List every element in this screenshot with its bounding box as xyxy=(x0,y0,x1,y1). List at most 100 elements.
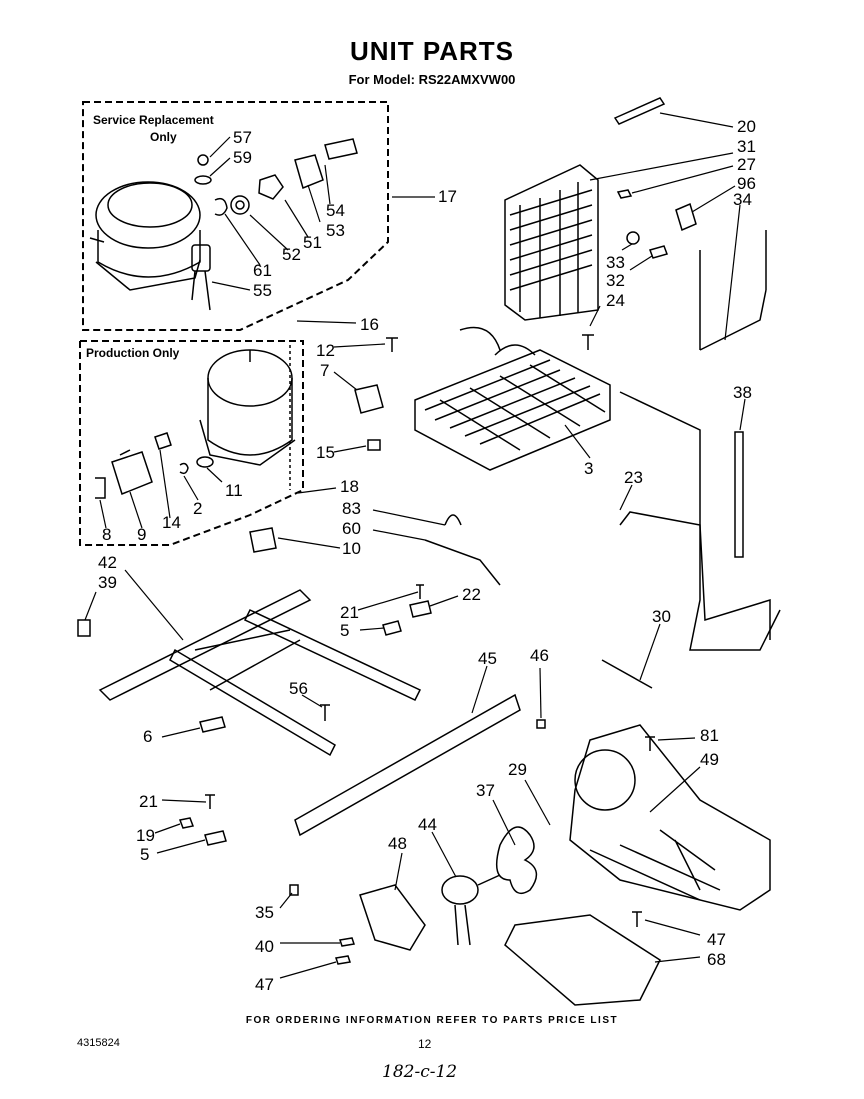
wire-30 xyxy=(601,659,653,689)
screw-56 xyxy=(320,704,330,721)
callout-37: 37 xyxy=(476,781,495,800)
fan-shroud xyxy=(569,724,771,911)
callout-33: 33 xyxy=(606,253,625,272)
callout-14: 14 xyxy=(162,513,181,532)
production-box xyxy=(79,340,304,546)
screw-12 xyxy=(386,337,398,352)
part-10 xyxy=(249,527,277,553)
callout-23: 23 xyxy=(624,468,643,487)
callout-3: 3 xyxy=(584,459,593,478)
callout-34: 34 xyxy=(733,190,752,209)
part-51 xyxy=(258,174,284,200)
base-frame xyxy=(98,589,422,757)
callout-21: 21 xyxy=(139,792,158,811)
callout-21: 21 xyxy=(340,603,359,622)
callout-59: 59 xyxy=(233,148,252,167)
callout-44: 44 xyxy=(418,815,437,834)
callout-11: 11 xyxy=(225,481,243,500)
screw-24 xyxy=(582,334,594,350)
callout-5: 5 xyxy=(140,845,149,864)
callout-24: 24 xyxy=(606,291,625,310)
part-20 xyxy=(613,97,666,125)
bracket-7 xyxy=(354,384,384,414)
relay-53 xyxy=(294,154,324,190)
callout-15: 15 xyxy=(316,443,335,462)
callout-47: 47 xyxy=(707,930,726,949)
motor-44 xyxy=(441,875,479,905)
tube-38-main xyxy=(619,391,781,651)
callout-16: 16 xyxy=(360,315,379,334)
callout-38: 38 xyxy=(733,383,752,402)
service-compressor xyxy=(89,181,201,291)
callout-12: 12 xyxy=(316,341,335,360)
fan-blade-37 xyxy=(495,826,538,895)
part-21a xyxy=(416,584,424,599)
part-27 xyxy=(616,189,633,199)
callout-22: 22 xyxy=(462,585,481,604)
callout-18: 18 xyxy=(340,477,359,496)
production-box-label: Production Only xyxy=(86,346,180,360)
callout-10: 10 xyxy=(342,539,361,558)
part-46 xyxy=(536,719,546,729)
callout-2: 2 xyxy=(193,499,202,518)
callout-30: 30 xyxy=(652,607,671,626)
callout-51: 51 xyxy=(303,233,322,252)
bracket-48 xyxy=(359,884,426,951)
callout-19: 19 xyxy=(136,826,155,845)
document-number: 4315824 xyxy=(77,1037,120,1049)
callout-49: 49 xyxy=(700,750,719,769)
part-2 xyxy=(179,462,189,475)
condenser-coil xyxy=(504,164,599,321)
service-box-label: Service Replacement xyxy=(93,113,214,127)
part-47a xyxy=(335,955,351,965)
callout-31: 31 xyxy=(737,137,756,156)
tray-68 xyxy=(504,914,661,1006)
part-33 xyxy=(626,231,640,245)
nut-57 xyxy=(197,154,209,166)
part-83 xyxy=(444,514,462,526)
handwritten-note: 182-c-12 xyxy=(382,1062,458,1082)
callout-20: 20 xyxy=(737,117,756,136)
callout-27: 27 xyxy=(737,155,756,174)
evaporator xyxy=(414,326,611,471)
page-title: UNIT PARTS xyxy=(349,36,515,66)
part-34 xyxy=(699,230,767,351)
callout-68: 68 xyxy=(707,950,726,969)
callout-7: 7 xyxy=(320,361,329,380)
part-40 xyxy=(339,937,355,947)
part-19 xyxy=(178,817,195,829)
overload-9 xyxy=(111,449,153,495)
rail-45 xyxy=(294,693,521,837)
bracket-5a xyxy=(409,600,432,618)
screw-81 xyxy=(645,736,655,751)
callout-8: 8 xyxy=(102,525,111,544)
part-22 xyxy=(382,620,402,636)
callout-40: 40 xyxy=(255,937,274,956)
service-box xyxy=(82,101,389,331)
callout-57: 57 xyxy=(233,128,252,147)
part-32 xyxy=(649,245,668,259)
part-52 xyxy=(230,195,250,215)
callout-9: 9 xyxy=(137,525,146,544)
part-14 xyxy=(154,432,172,450)
heater-60 xyxy=(424,539,501,586)
callout-29: 29 xyxy=(508,760,527,779)
callout-61: 61 xyxy=(253,261,272,280)
callout-47: 47 xyxy=(255,975,274,994)
ordering-note: FOR ORDERING INFORMATION REFER TO PARTS … xyxy=(245,1015,619,1026)
callout-35: 35 xyxy=(255,903,274,922)
callout-45: 45 xyxy=(478,649,497,668)
page-number: 12 xyxy=(418,1037,432,1051)
bracket-6 xyxy=(199,716,226,733)
callout-46: 46 xyxy=(530,646,549,665)
part-39 xyxy=(77,619,91,637)
screw-47b xyxy=(632,911,642,927)
nut-15 xyxy=(367,439,381,451)
clip-61 xyxy=(214,197,228,216)
callout-42: 42 xyxy=(98,553,117,572)
callout-48: 48 xyxy=(388,834,407,853)
callout-83: 83 xyxy=(342,499,361,518)
callout-60: 60 xyxy=(342,519,361,538)
callout-32: 32 xyxy=(606,271,625,290)
callout-54: 54 xyxy=(326,201,345,220)
